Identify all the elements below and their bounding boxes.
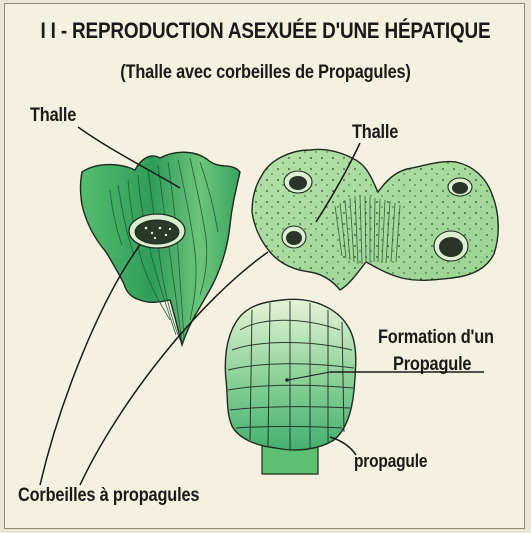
left-thallus	[81, 152, 241, 345]
propagule-formation	[225, 299, 355, 474]
label-propagule: propagule	[354, 451, 427, 472]
label-formation: Formation d'un	[378, 327, 494, 349]
label-thalle-right: Thalle	[352, 122, 398, 144]
label-corbeilles: Corbeilles à propagules	[18, 485, 199, 507]
page-title: I I - REPRODUCTION ASEXUÉE D'UNE HÉPATIQ…	[37, 18, 494, 44]
right-thallus	[252, 149, 498, 290]
page-subtitle: (Thalle avec corbeilles de Propagules)	[37, 62, 494, 84]
label-thalle-left: Thalle	[30, 105, 76, 127]
label-propagule-heading: Propagule	[393, 354, 471, 376]
